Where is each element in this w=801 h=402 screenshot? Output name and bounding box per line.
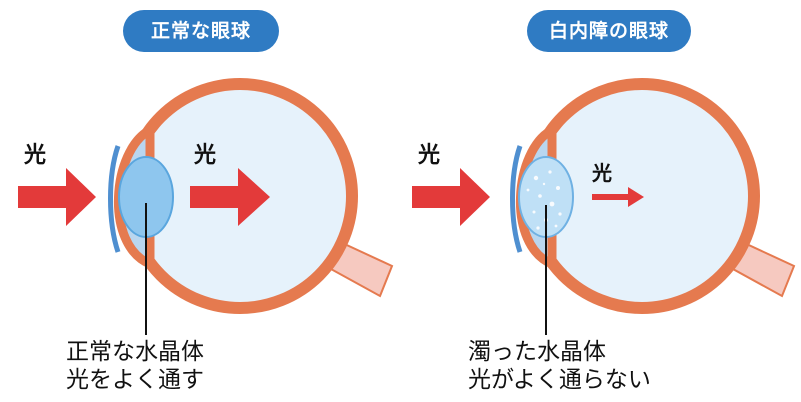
- transmitted-light-label: 光: [193, 143, 216, 168]
- weakened-light-arrow: [592, 187, 644, 207]
- normal-eye-panel: 正常な眼球 光 光 正常な水晶体 光をよく通す: [0, 0, 400, 402]
- weakened-light-label: 光: [591, 161, 612, 185]
- incoming-light-label: 光: [23, 143, 46, 168]
- cataract-lens-caption: 濁った水晶体 光がよく通らない: [468, 338, 651, 394]
- cataract-eye-title: 白内障の眼球: [527, 10, 691, 52]
- cataract-eye-diagram: 光 光: [412, 78, 796, 335]
- normal-eye-title: 正常な眼球: [123, 10, 279, 52]
- caption-line: 濁った水晶体: [468, 339, 606, 365]
- caption-line: 光をよく通す: [66, 367, 204, 393]
- normal-lens-caption: 正常な水晶体 光をよく通す: [66, 338, 204, 394]
- cataract-eye-panel: 白内障の眼球 光 光 濁った水晶体 光がよく通らない: [400, 0, 800, 402]
- transmitted-light-arrow: [190, 168, 270, 226]
- caption-line: 正常な水晶体: [66, 339, 204, 365]
- incoming-light-label: 光: [417, 143, 440, 168]
- incoming-light-arrow: [412, 168, 490, 226]
- incoming-light-arrow: [18, 168, 96, 226]
- caption-line: 光がよく通らない: [468, 367, 651, 393]
- normal-eye-diagram: 光 光: [18, 78, 394, 335]
